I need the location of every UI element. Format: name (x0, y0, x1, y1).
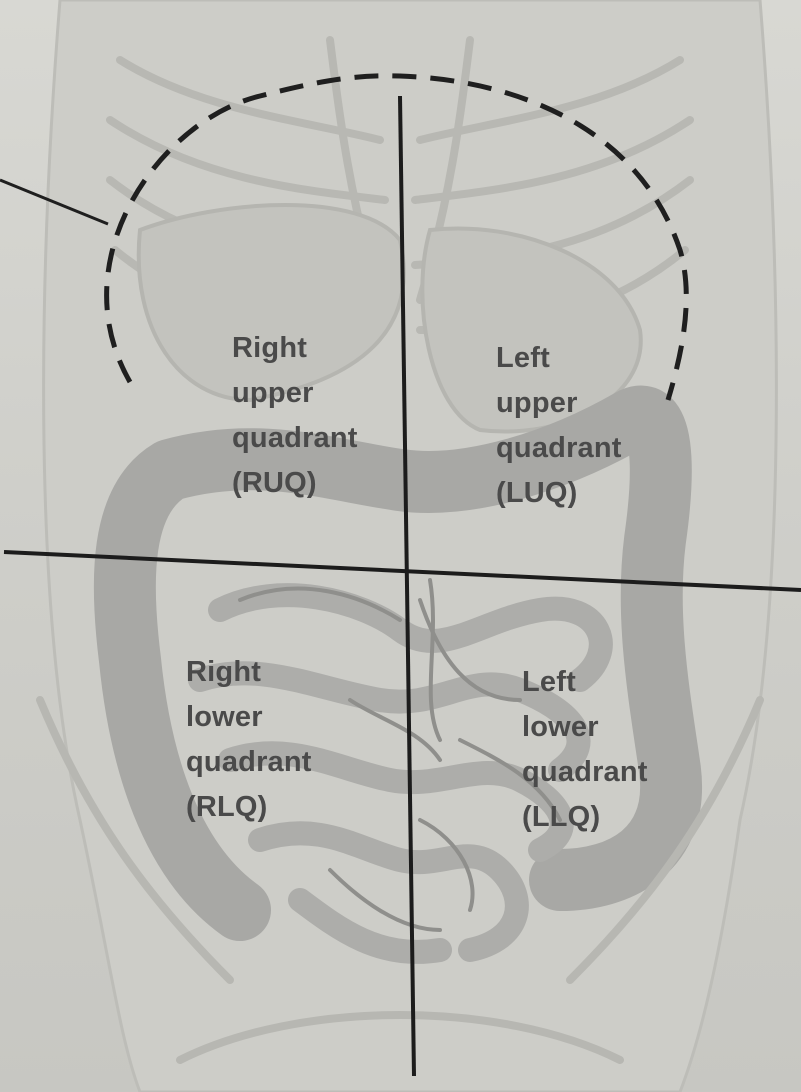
ruq-line-2: upper (232, 377, 314, 409)
liver-shape (136, 203, 406, 403)
label-left-lower-quadrant: Left lower quadrant (LLQ) (522, 660, 648, 840)
llq-line-2: lower (522, 711, 599, 743)
rlq-line-1: Right (186, 656, 262, 688)
llq-line-4: (LLQ) (522, 801, 601, 833)
pelvis (36, 696, 764, 1064)
rlq-line-4: (RLQ) (186, 791, 268, 823)
luq-line-1: Left (496, 342, 550, 374)
label-right-upper-quadrant: Right upper quadrant (RUQ) (232, 326, 358, 506)
horizontal-divider-line (3, 550, 801, 592)
intestine-outlines (238, 578, 562, 932)
label-right-lower-quadrant: Right lower quadrant (RLQ) (186, 650, 312, 830)
vertical-divider-line (398, 95, 416, 1077)
pointer-line (0, 178, 109, 226)
rlq-line-3: quadrant (186, 746, 312, 778)
diaphragm-dashed-outline (104, 73, 689, 401)
luq-line-2: upper (496, 387, 578, 419)
ruq-line-3: quadrant (232, 422, 358, 454)
llq-line-3: quadrant (522, 756, 648, 788)
rlq-line-2: lower (186, 701, 263, 733)
small-intestine (188, 583, 613, 964)
ruq-line-1: Right (232, 332, 308, 364)
ruq-line-4: (RUQ) (232, 467, 317, 499)
llq-line-1: Left (522, 666, 576, 698)
luq-line-3: quadrant (496, 432, 622, 464)
label-left-upper-quadrant: Left upper quadrant (LUQ) (496, 336, 622, 516)
luq-line-4: (LUQ) (496, 477, 578, 509)
large-intestine (93, 385, 703, 941)
